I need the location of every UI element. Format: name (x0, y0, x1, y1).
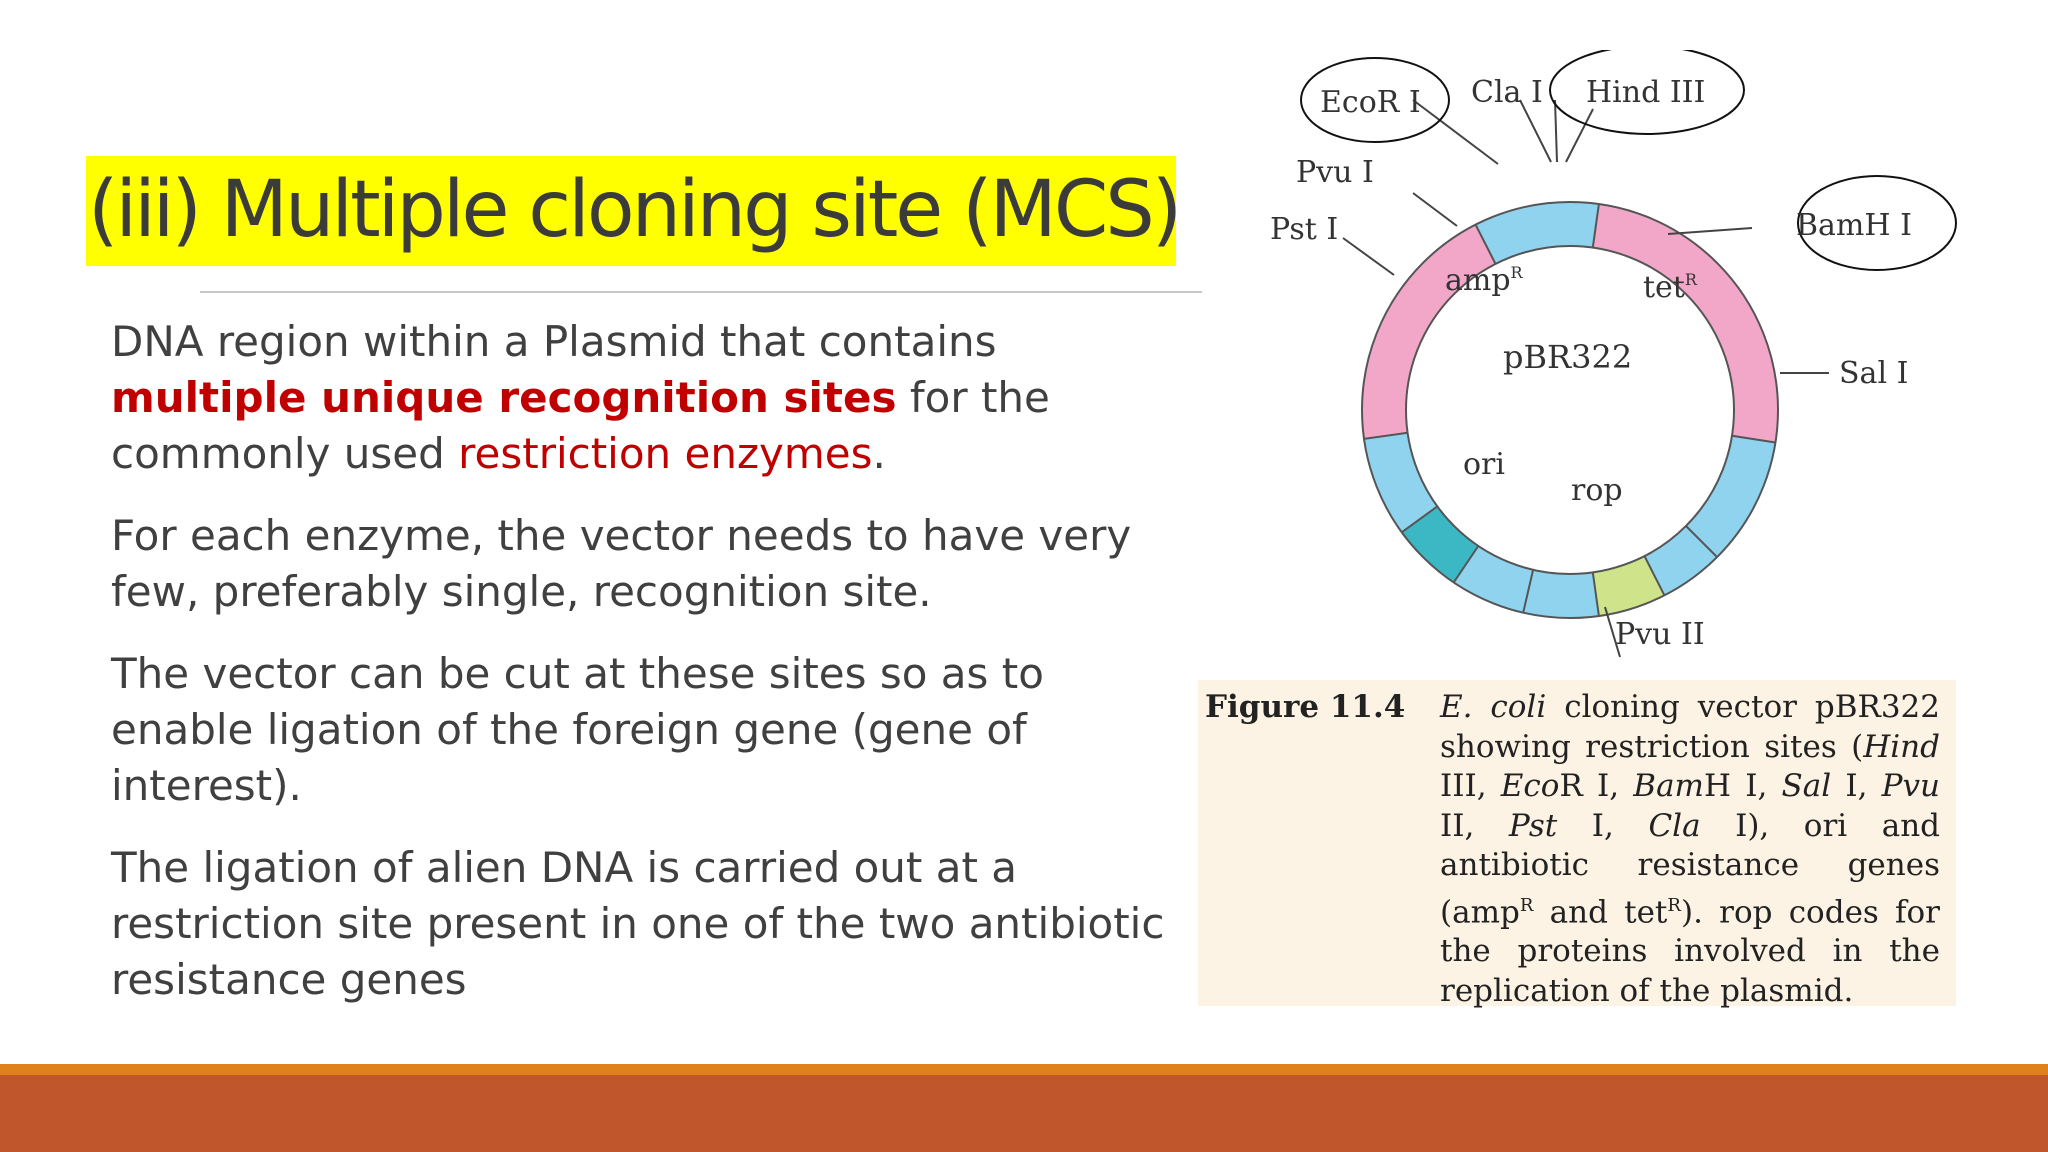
footer-accent-line (0, 1064, 2048, 1075)
cap-t11: Pvu (1881, 768, 1940, 804)
segment-divider (1474, 224, 1497, 265)
leader-ecor1 (1412, 99, 1499, 165)
label-sal1: Sal I (1839, 356, 1908, 391)
cap-t13: Pst (1508, 807, 1558, 844)
label-bamh1: BamH I (1796, 208, 1912, 243)
leader-hind3 (1554, 99, 1558, 163)
segment-divider (1643, 555, 1666, 596)
site-circles (1300, 50, 1957, 271)
cap-t5: Eco (1500, 768, 1560, 804)
leader-pst1 (1342, 237, 1395, 276)
plasmid-diagram: EcoR I Cla I Hind III Pvu I Pst I BamH I… (1270, 50, 1957, 658)
amp-text: amp (1445, 263, 1511, 298)
tet-segment (1592, 204, 1778, 443)
p1-text-c: for the commonly used (111, 373, 1050, 478)
cap-t2: cloning vector pBR322 showing restrictio… (1440, 689, 1940, 765)
p1-emphasis: multiple unique recognition sites (111, 373, 897, 422)
tet-label: tetR (1643, 270, 1698, 305)
ori-label: ori (1463, 447, 1505, 482)
cap-t16: I), ori and antibiotic resistance genes … (1440, 807, 1941, 930)
cap-t3: Hind (1863, 728, 1940, 765)
leader-hind3b (1565, 108, 1594, 163)
rop-segment (1592, 555, 1665, 616)
slide-title: (iii) Multiple cloning site (MCS) (88, 165, 1182, 255)
amp-label: ampR (1445, 263, 1524, 298)
title-highlight (86, 156, 1176, 266)
caption-text: E. coli cloning vector pBR322 showing re… (1440, 688, 1940, 1011)
segment-divider (1685, 525, 1718, 558)
label-pvu1: Pvu I (1296, 155, 1374, 190)
label-cla1: Cla I (1471, 75, 1543, 110)
footer-bar (0, 1075, 2048, 1152)
segment-divider (1452, 545, 1480, 583)
paragraph-4: The ligation of alien DNA is carried out… (111, 843, 1165, 1004)
segment-divider (1591, 203, 1600, 248)
leader-cla1 (1519, 99, 1552, 163)
p1-text-a: DNA region within a Plasmid that contain… (111, 317, 997, 366)
cap-t4: III, (1440, 768, 1501, 804)
slide-body: DNA region within a Plasmid that contain… (111, 314, 1191, 1034)
plasmid-ring (1362, 202, 1778, 618)
cap-t6: R I, (1559, 768, 1634, 804)
cap-t14: I, (1557, 807, 1649, 844)
label-pvu2: Pvu II (1615, 617, 1705, 652)
segment-divider (1591, 572, 1600, 617)
site-leaders (1342, 99, 1829, 658)
figure-caption: Figure 11.4 E. coli cloning vector pBR32… (1198, 680, 1956, 1009)
ecor1-circle (1300, 57, 1450, 143)
cap-t17: R (1519, 894, 1534, 916)
segment-divider (1363, 431, 1408, 440)
cap-t10: I, (1831, 768, 1882, 804)
cap-t7: Bam (1633, 768, 1704, 804)
caption-label: Figure 11.4 (1205, 689, 1406, 725)
paragraph-2: For each enzyme, the vector needs to hav… (111, 511, 1132, 616)
amp-segment (1362, 224, 1496, 439)
cap-t9: Sal (1781, 768, 1832, 804)
tet-text: tet (1643, 270, 1685, 305)
hind3-circle (1549, 50, 1745, 135)
segment-divider (1731, 434, 1776, 444)
amp-superscript: R (1511, 263, 1524, 282)
label-pst1: Pst I (1270, 212, 1338, 247)
cap-t15: Cla (1648, 807, 1701, 844)
plasmid-name: pBR322 (1503, 338, 1632, 376)
label-ecor1: EcoR I (1320, 85, 1421, 120)
leader-bamh1 (1667, 227, 1753, 235)
ori-segment (1401, 505, 1479, 583)
ring-inner-edge (1405, 245, 1735, 575)
ring-outer-edge (1361, 201, 1779, 619)
leader-pvu2 (1604, 606, 1621, 658)
segment-divider (1522, 569, 1535, 613)
cap-t12: II, (1440, 807, 1509, 844)
leader-pvu1 (1412, 192, 1458, 227)
paragraph-3: The vector can be cut at these sites so … (111, 649, 1044, 810)
p1-text-e: . (872, 429, 886, 478)
tet-superscript: R (1685, 270, 1698, 289)
cap-t20: ). rop codes for the proteins involved i… (1440, 893, 1941, 1009)
bamh1-circle (1797, 175, 1957, 271)
paragraph-1: DNA region within a Plasmid that contain… (111, 314, 1191, 482)
cap-t18: and tet (1533, 893, 1668, 930)
segment-dividers (1363, 203, 1776, 617)
p1-red-term: restriction enzymes (458, 429, 873, 478)
segment-divider (1401, 505, 1438, 534)
cap-t19: R (1667, 894, 1681, 916)
cap-t8: H I, (1703, 768, 1782, 804)
cap-t1: E. coli (1440, 689, 1547, 725)
label-hind3: Hind III (1586, 75, 1705, 110)
title-divider (200, 291, 1202, 293)
rop-label: rop (1571, 473, 1623, 508)
